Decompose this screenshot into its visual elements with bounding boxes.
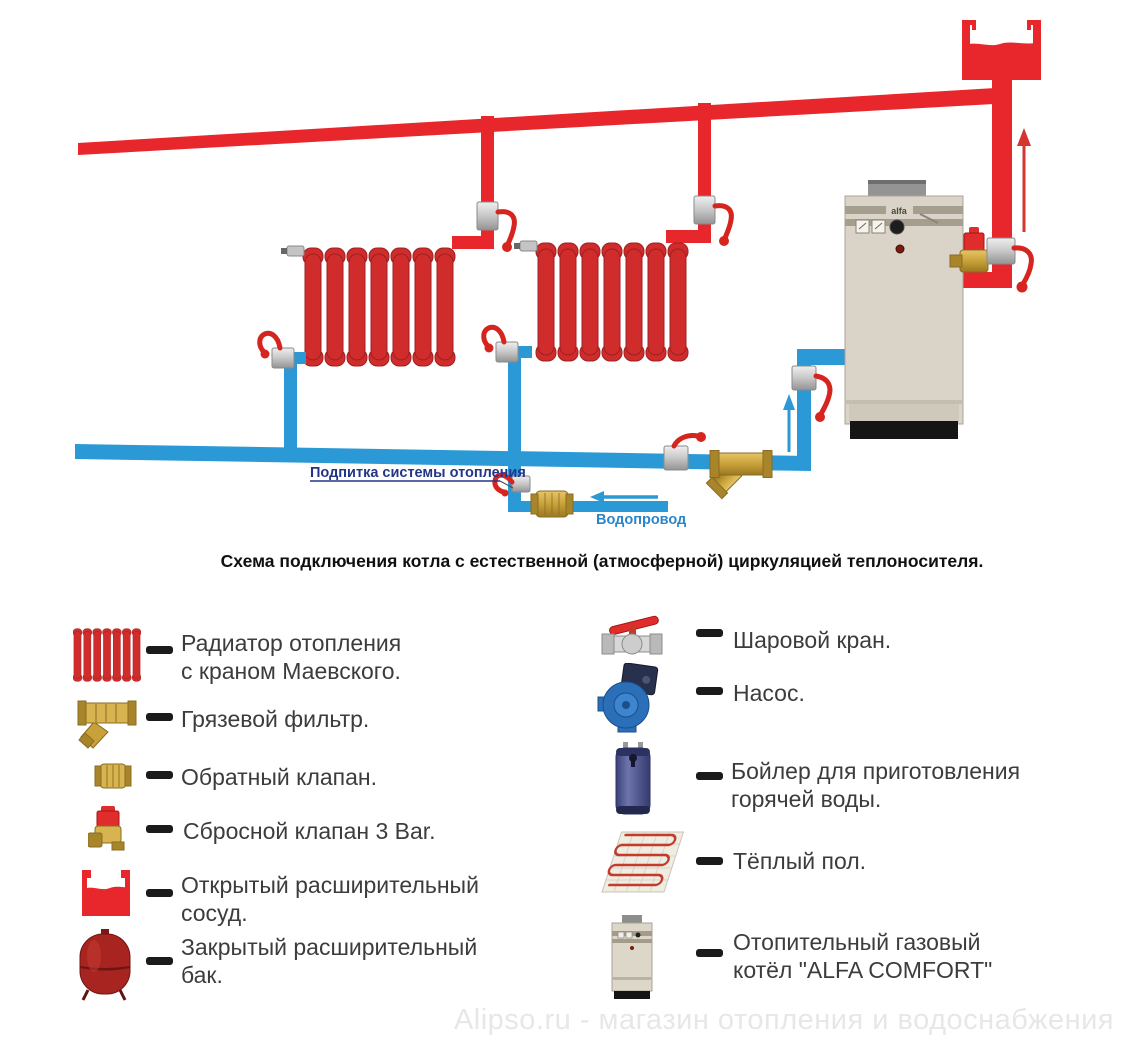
watermark: Alipso.ru - магазин отопления и водоснаб… <box>453 1004 1114 1036</box>
mayevsky-valve-radiator2 <box>514 240 538 252</box>
check-valve <box>530 490 574 518</box>
ball-valve-radiator2-bottom <box>481 324 519 363</box>
legend-label: Отопительный газовый котёл "ALFA COMFORT… <box>733 929 993 983</box>
mayevsky-valve-radiator1 <box>281 245 305 257</box>
water-supply-arrow <box>590 491 658 503</box>
warm-floor-icon <box>586 828 685 901</box>
check-valve-icon <box>94 762 132 795</box>
hot-water-boiler-icon <box>612 740 654 825</box>
legend-dash <box>146 957 173 965</box>
legend-dash <box>146 771 173 779</box>
return-pipe <box>75 444 811 471</box>
legend-label: Радиатор отопления с краном Маевского. <box>181 630 402 684</box>
legend-dash <box>146 646 173 654</box>
gas-boiler-icon <box>608 913 656 1006</box>
legend-label: Обратный клапан. <box>181 764 378 790</box>
pump-icon <box>596 662 662 738</box>
makeup-line-label: Подпитка системы отопления <box>310 465 526 489</box>
legend-label: Закрытый расширительный бак. <box>181 934 478 988</box>
legend-dash <box>696 772 723 780</box>
heating-scheme-diagram: alfa Подпитка системы отопления <box>75 20 1041 528</box>
legend-dash <box>146 713 173 721</box>
dirt-filter-icon <box>76 696 138 755</box>
ball-valve-return-line <box>663 432 706 471</box>
legend-label: Бойлер для приготовления горячей воды. <box>731 758 1021 812</box>
boiler-chimney <box>868 180 926 198</box>
diagram-caption: Схема подключения котла с естественной (… <box>220 551 984 571</box>
relief-valve <box>949 227 989 273</box>
boiler-knob <box>889 219 905 235</box>
legend-label: Грязевой фильтр. <box>181 706 370 732</box>
dirt-filter <box>705 450 773 500</box>
legend-label: Тёплый пол. <box>733 848 867 874</box>
legend-label: Сбросной клапан 3 Bar. <box>183 818 436 844</box>
ball-valve-icon <box>598 610 666 663</box>
legend-dash <box>146 825 173 833</box>
supply-pipe <box>78 87 1012 155</box>
legend-dash <box>696 687 723 695</box>
boiler-brand-logo: alfa <box>891 206 908 216</box>
legend-dash <box>146 889 173 897</box>
ball-valve-boiler-outlet <box>986 237 1034 293</box>
legend-label: Насос. <box>733 680 805 706</box>
svg-text:Подпитка системы отопления: Подпитка системы отопления <box>310 465 526 481</box>
ball-valve-radiator1-bottom <box>257 330 295 369</box>
boiler-pilot-light <box>895 244 905 254</box>
radiator-icon <box>72 625 142 690</box>
water-supply-label: Водопровод <box>596 512 686 528</box>
closed-expansion-tank-icon <box>74 928 136 1007</box>
relief-valve-icon <box>87 806 130 859</box>
makeup-feed-line <box>508 501 668 512</box>
boiler-base <box>850 421 958 439</box>
flow-up-arrow-cold <box>783 394 795 452</box>
ball-valve-boiler-inlet <box>791 365 833 422</box>
legend-dash <box>696 949 723 957</box>
ball-valve-radiator2-top <box>693 195 734 246</box>
flow-up-arrow-hot <box>1017 128 1031 232</box>
legend-label: Шаровой кран. <box>733 627 892 653</box>
gas-boiler: alfa <box>844 180 964 439</box>
open-expansion-vessel-icon <box>80 868 132 925</box>
legend-label: Открытый расширительный сосуд. <box>181 872 479 926</box>
ball-valve-radiator1-top <box>476 201 517 252</box>
legend-dash <box>696 629 723 637</box>
open-expansion-vessel <box>962 20 1041 80</box>
legend-dash <box>696 857 723 865</box>
